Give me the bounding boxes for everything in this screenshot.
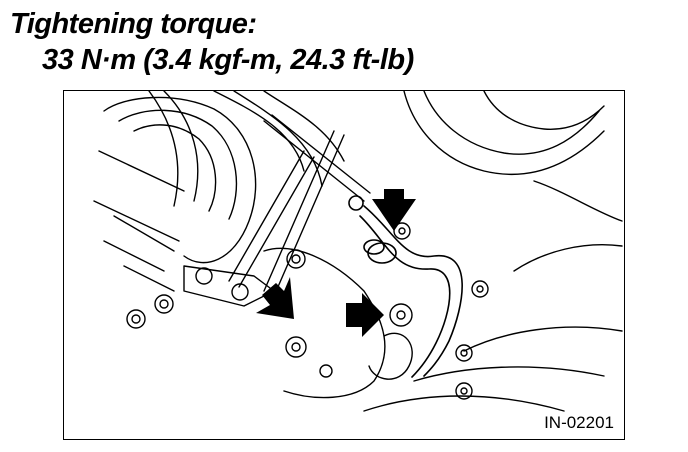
torque-value: 33 N·m (3.4 kgf-m, 24.3 ft-lb) xyxy=(42,44,414,76)
throttle-rods xyxy=(93,114,371,297)
intake-manifold-outline xyxy=(103,91,345,264)
figure-code: IN-02201 xyxy=(544,413,614,432)
engine-illustration xyxy=(93,91,623,412)
bolt-heads xyxy=(126,222,489,400)
arrow-left xyxy=(256,277,294,319)
arrow-right xyxy=(346,293,384,337)
bracket-plate xyxy=(183,265,275,307)
torque-title: Tightening torque: xyxy=(10,8,257,40)
coolant-hose xyxy=(348,195,463,378)
illustration-frame: IN-02201 xyxy=(63,90,625,440)
engine-block-outline xyxy=(363,91,623,412)
arrow-top xyxy=(372,189,416,231)
torque-arrows xyxy=(256,189,416,337)
flange-outline xyxy=(263,247,413,399)
